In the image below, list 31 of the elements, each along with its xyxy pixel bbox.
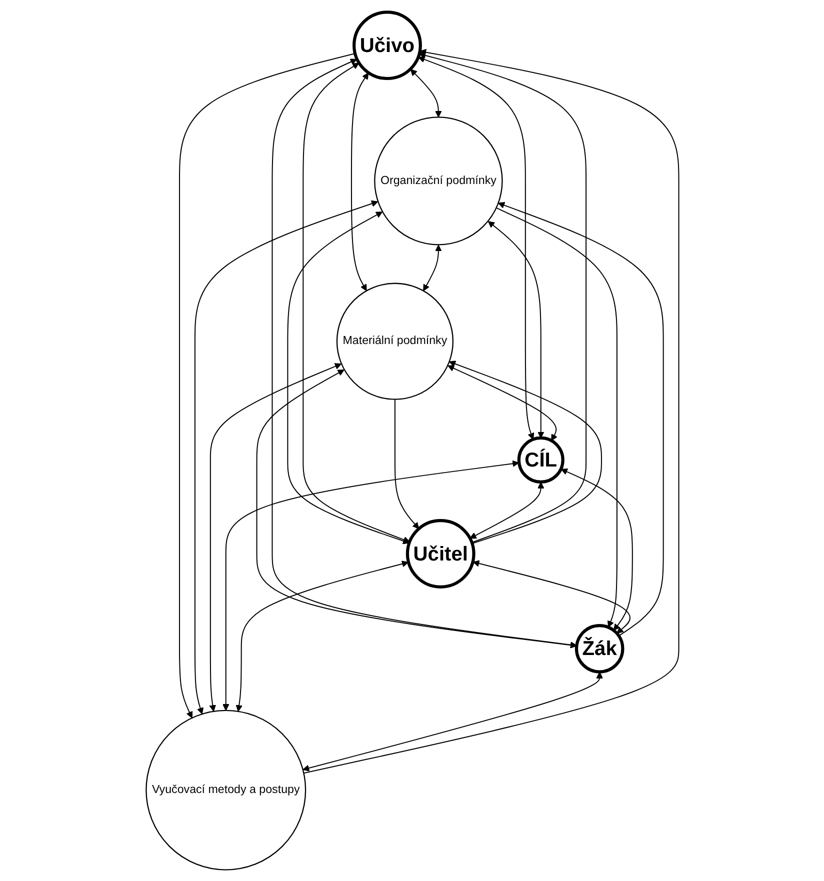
node-circle: Učivo [352, 10, 422, 80]
node-circle: CÍL [516, 436, 564, 483]
arrow [560, 468, 632, 630]
arrow [222, 460, 519, 710]
arrow [256, 369, 576, 648]
arrow [271, 58, 576, 648]
arrow [487, 220, 544, 438]
arrow [472, 560, 630, 634]
arrow [208, 362, 342, 712]
arrow [448, 360, 602, 544]
arrow [235, 560, 408, 712]
arrow [178, 52, 355, 718]
node-circle: Vyučovací metody a postupy [145, 709, 306, 870]
arrow [418, 56, 534, 440]
arrow [469, 481, 544, 538]
arrow [422, 244, 442, 291]
node-circle: Materiální podmínky [336, 282, 454, 400]
arrow [350, 72, 368, 291]
arrow [303, 48, 679, 774]
arrow [497, 202, 664, 636]
arrow [302, 671, 602, 771]
arrow [194, 200, 378, 714]
node-circle: Učitel [405, 518, 475, 588]
node-circle: Žák [574, 624, 624, 673]
arrow [394, 398, 419, 529]
arrow [410, 68, 442, 117]
arrow [496, 206, 617, 628]
arrow [302, 62, 410, 542]
arrow [447, 364, 557, 440]
arrow [418, 52, 586, 542]
node-circle: Organizační podmínky [374, 116, 502, 245]
